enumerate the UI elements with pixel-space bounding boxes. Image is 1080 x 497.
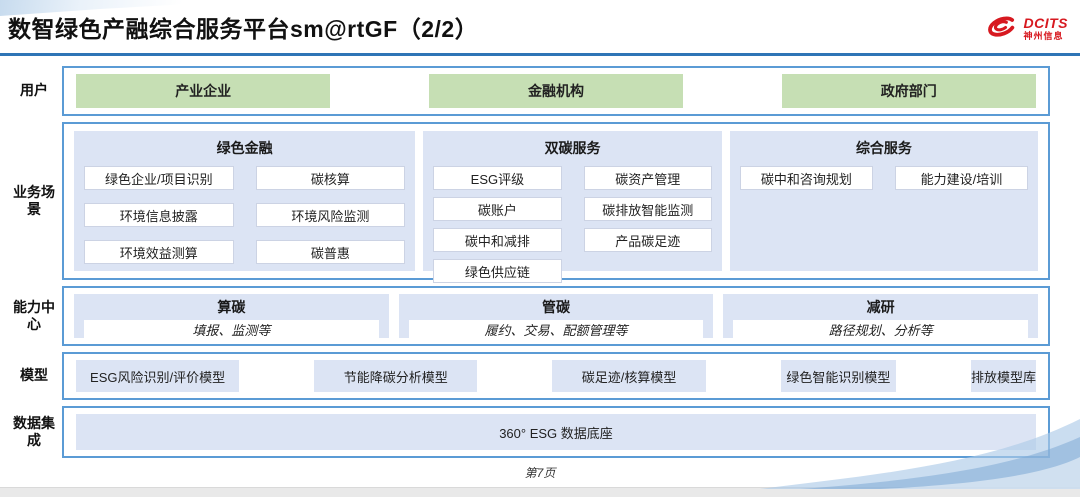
- capability-title: 管碳: [542, 299, 570, 315]
- scenario-column-dual-carbon: 双碳服务 ESG评级碳资产管理碳账户碳排放智能监测碳中和减排产品碳足迹绿色供应链: [423, 131, 722, 283]
- model-item: ESG风险识别/评价模型: [76, 360, 240, 392]
- bottom-edge-strip: [0, 487, 1080, 497]
- models-container: ESG风险识别/评价模型 节能降碳分析模型 碳足迹/核算模型 绿色智能识别模型 排放模型…: [62, 352, 1050, 400]
- scenario-item: 碳账户: [433, 197, 562, 221]
- user-type-box: 产业企业: [76, 74, 331, 108]
- capability-panel: 管碳 履约、交易、配额管理等: [398, 294, 714, 339]
- scenario-item: 碳资产管理: [583, 166, 712, 190]
- row-data-integration: 数据集成 360° ESG 数据底座: [6, 406, 1050, 458]
- scenarios-container: 绿色金融 绿色企业/项目识别碳核算环境信息披露环境风险监测环境效益测算碳普惠 双…: [62, 122, 1050, 283]
- row-models: 模型 ESG风险识别/评价模型 节能降碳分析模型 碳足迹/核算模型 绿色智能识别模型 排…: [6, 352, 1050, 400]
- row-label-users: 用户: [20, 82, 48, 99]
- page-title: 数智绿色产融综合服务平台sm@rtGF（2/2）: [8, 16, 479, 42]
- scenario-item: 能力建设/培训: [894, 166, 1028, 190]
- logo-name: DCITS: [1023, 15, 1068, 31]
- scenario-items: ESG评级碳资产管理碳账户碳排放智能监测碳中和减排产品碳足迹绿色供应链: [433, 166, 712, 283]
- capability-description: 填报、监测等: [84, 320, 379, 339]
- scenario-column-title: 绿色金融: [216, 140, 273, 156]
- scenario-item: 碳普惠: [255, 240, 406, 264]
- architecture-diagram: 用户 产业企业金融机构政府部门 业务场景 绿色金融 绿色企业/项目识别碳核算环境…: [0, 56, 1080, 458]
- scenario-item: 绿色供应链: [433, 259, 562, 283]
- scenario-item: 碳排放智能监测: [583, 197, 712, 221]
- capability-description: 履约、交易、配额管理等: [408, 320, 704, 339]
- user-type-box: 政府部门: [781, 74, 1036, 108]
- data-integration-container: 360° ESG 数据底座: [62, 406, 1050, 458]
- capability-title: 算碳: [217, 299, 246, 315]
- scenario-items: 碳中和咨询规划能力建设/培训: [739, 166, 1028, 263]
- row-label-data-integration: 数据集成: [13, 414, 55, 449]
- model-item: 碳足迹/核算模型: [552, 360, 706, 392]
- slide-header: 数智绿色产融综合服务平台sm@rtGF（2/2） DCITS 神州信息: [0, 0, 1080, 53]
- capability-title: 减研: [866, 299, 895, 315]
- row-label-scenarios: 业务场景: [13, 183, 55, 218]
- scenario-item: 环境信息披露: [84, 203, 234, 227]
- logo-subtitle: 神州信息: [1023, 31, 1064, 41]
- scenario-item: 碳中和减排: [433, 228, 562, 252]
- scenario-item: 碳中和咨询规划: [739, 166, 873, 190]
- scenario-items: 绿色企业/项目识别碳核算环境信息披露环境风险监测环境效益测算碳普惠: [84, 166, 406, 264]
- scenario-item: 产品碳足迹: [583, 228, 712, 252]
- capability-panel: 减研 路径规划、分析等: [723, 294, 1039, 339]
- model-item: 排放模型库: [970, 360, 1036, 392]
- user-type-box: 金融机构: [428, 74, 684, 108]
- capability-panel: 算碳 填报、监测等: [74, 294, 389, 339]
- dcits-swirl-icon: [984, 12, 1020, 45]
- users-container: 产业企业 金融机构 政府部门: [62, 66, 1050, 116]
- scenario-item: 绿色企业/项目识别: [84, 166, 234, 190]
- row-users: 用户 产业企业 金融机构 政府部门: [6, 66, 1050, 116]
- header-divider: [0, 53, 1080, 56]
- scenario-column-title: 双碳服务: [544, 140, 601, 156]
- capabilities-container: 算碳 填报、监测等 管碳 履约、交易、配额管理等 减研 路径规划、分析等: [62, 286, 1050, 346]
- page-number: 第7页: [524, 466, 556, 480]
- scenario-item: 环境风险监测: [255, 203, 406, 227]
- model-item: 绿色智能识别模型: [780, 360, 897, 392]
- scenario-column-green-finance: 绿色金融 绿色企业/项目识别碳核算环境信息披露环境风险监测环境效益测算碳普惠: [74, 131, 416, 271]
- row-scenarios: 业务场景 绿色金融 绿色企业/项目识别碳核算环境信息披露环境风险监测环境效益测算…: [6, 122, 1050, 283]
- scenario-item: 碳核算: [255, 166, 406, 190]
- scenario-item: ESG评级: [433, 166, 562, 190]
- row-capabilities: 能力中心 算碳 填报、监测等 管碳 履约、交易、配额管理等 减研 路径规划、分析…: [6, 286, 1050, 346]
- row-label-models: 模型: [20, 367, 48, 384]
- row-label-capabilities: 能力中心: [13, 298, 55, 333]
- company-logo: DCITS 神州信息: [984, 12, 1069, 45]
- scenario-column-title: 综合服务: [855, 140, 912, 156]
- scenario-item: 环境效益测算: [84, 240, 234, 264]
- model-item: 节能降碳分析模型: [314, 360, 478, 392]
- data-foundation-box: 360° ESG 数据底座: [76, 414, 1036, 450]
- capability-description: 路径规划、分析等: [733, 320, 1029, 339]
- scenario-column-comprehensive: 综合服务 碳中和咨询规划能力建设/培训: [729, 131, 1038, 271]
